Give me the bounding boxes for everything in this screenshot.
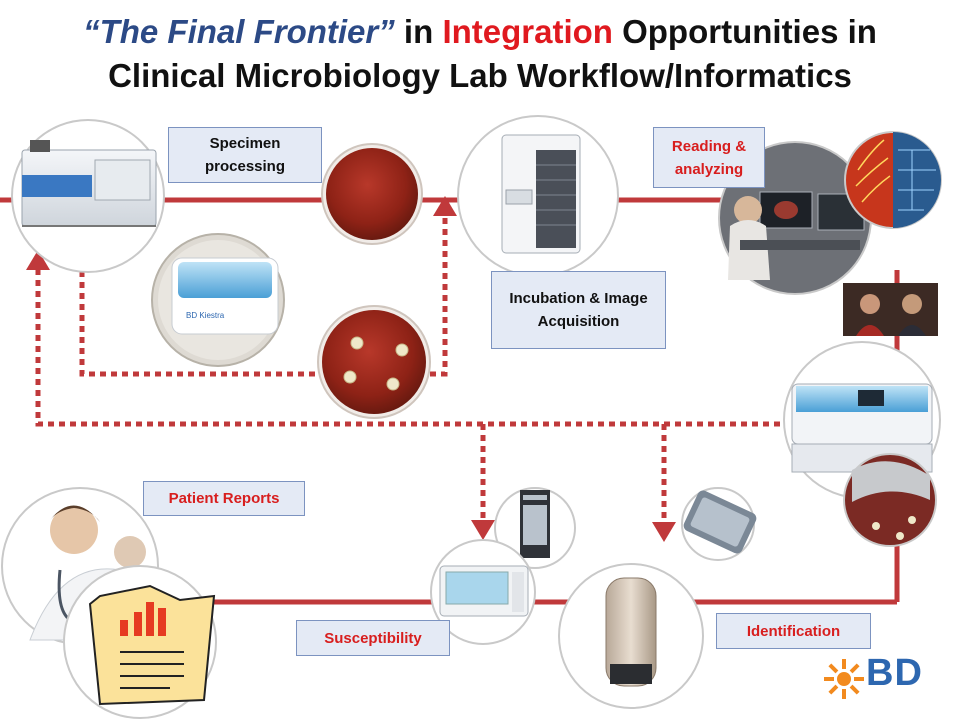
bd-logo-sun-icon <box>824 659 864 699</box>
maldi-instrument-image <box>558 563 704 709</box>
outer-feedback-loop <box>35 262 780 427</box>
bd-logo-text: BD <box>866 652 923 694</box>
ast-instrument-image <box>430 539 536 645</box>
incubator-image <box>457 115 619 277</box>
report-document-image <box>63 565 217 719</box>
inner-feedback-loop <box>79 206 448 377</box>
title-line-2: Clinical Microbiology Lab Workflow/Infor… <box>108 57 852 94</box>
agar-plate-disks <box>317 305 431 419</box>
svg-text:BD Kiestra: BD Kiestra <box>186 311 225 320</box>
label-patient-reports: Patient Reports <box>143 481 305 516</box>
dotted-feedback-lines <box>35 206 780 528</box>
label-specimen-processing: Specimen processing <box>168 127 322 183</box>
ast-panel-image <box>494 487 576 569</box>
plate-streaker-image: BD Kiestra <box>151 233 285 367</box>
label-identification: Identification <box>716 613 871 649</box>
arrow-down-identification <box>652 522 676 542</box>
maldi-target-image <box>843 453 937 547</box>
title-integration: Integration <box>442 13 613 50</box>
id-card-image <box>681 487 757 561</box>
digital-plate-image <box>844 131 942 229</box>
label-susceptibility: Susceptibility <box>296 620 450 656</box>
arrow-up-incubation <box>433 196 457 216</box>
slide-title: “The Final Frontier” in Integration Oppo… <box>0 10 960 98</box>
specimen-processor-image <box>11 119 165 273</box>
title-line-1: “The Final Frontier” in Integration Oppo… <box>83 13 877 50</box>
arrow-up-left <box>26 250 50 270</box>
crew-thumbnail-image <box>843 283 938 336</box>
arrow-down-susceptibility <box>471 520 495 540</box>
agar-plate-top <box>321 143 423 245</box>
label-reading: Reading & analyzing <box>653 127 765 188</box>
arrowheads <box>26 196 676 542</box>
label-incubation: Incubation & Image Acquisition <box>491 271 666 349</box>
title-quote: “The Final Frontier” <box>83 13 395 50</box>
